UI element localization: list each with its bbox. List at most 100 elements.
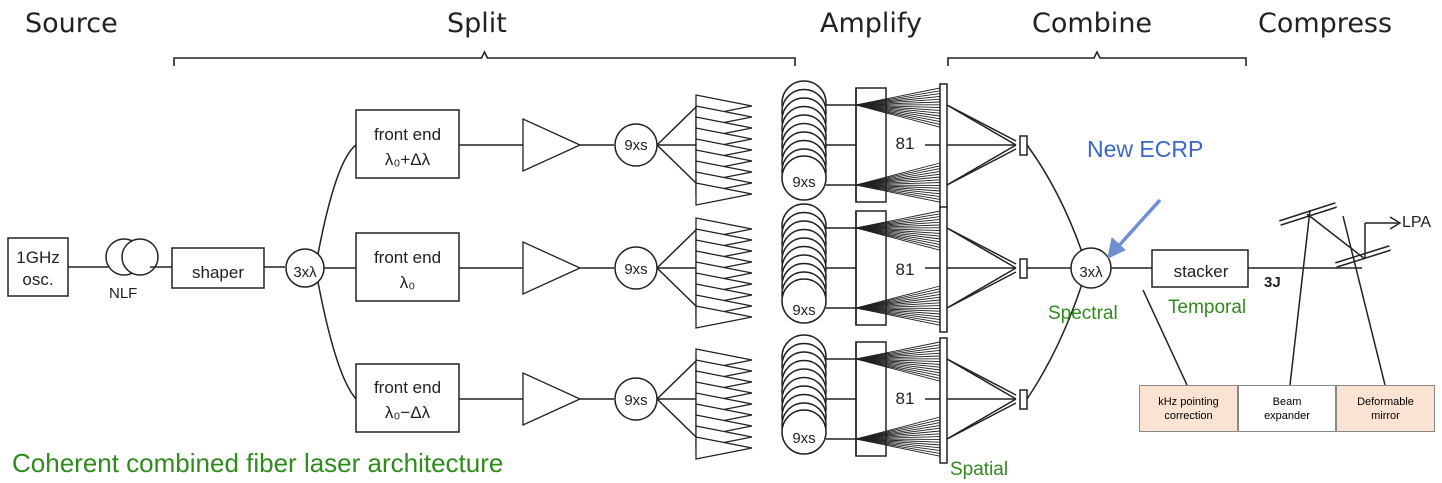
amp-fiber <box>855 427 941 440</box>
amp-bracket-gap-2 <box>857 250 885 287</box>
branch-top <box>317 144 357 255</box>
front-end-3-label: front end λ₀−Δλ <box>356 375 459 425</box>
fan-top-1 <box>656 106 697 146</box>
combine-branch-top <box>1026 144 1083 253</box>
amp-fiber <box>855 358 941 371</box>
lens-top2-1 <box>946 104 1017 142</box>
fan-bot-2 <box>656 267 697 307</box>
amp-fiber <box>855 218 941 229</box>
front-end-2-line1: front end <box>373 248 442 267</box>
amp-fiber <box>855 438 941 454</box>
amplifier-comb-2 <box>855 210 941 326</box>
amp-fiber <box>855 95 941 106</box>
amp-bracket-gap-3 <box>857 381 885 418</box>
header-compress: Compress <box>1258 8 1393 39</box>
amp-fiber <box>855 224 941 229</box>
amp-fiber <box>855 227 941 248</box>
amp-fiber <box>855 184 941 189</box>
fan-bot-1 <box>656 144 697 184</box>
amp-fiber <box>855 438 941 457</box>
amp-fiber <box>855 104 941 128</box>
nlf-coil-2 <box>121 238 159 276</box>
grating-2 <box>939 206 948 333</box>
caption: Coherent combined fiber laser architectu… <box>12 448 504 478</box>
amp-fiber <box>855 104 941 114</box>
amp-fiber <box>855 184 941 198</box>
front-end-3-line2: λ₀−Δλ <box>384 403 431 422</box>
fiber-circle-bottom-3 <box>781 409 827 455</box>
amp-fiber <box>855 358 941 374</box>
amp-fiber <box>855 438 941 443</box>
amp-fiber <box>855 347 941 360</box>
fiber-circle-bottom-1 <box>781 155 827 201</box>
amp-fiber <box>855 168 941 186</box>
front-end-1-label: front end λ₀+Δλ <box>356 122 459 172</box>
amp-fiber <box>855 416 941 440</box>
amp-fiber <box>855 104 941 111</box>
amp-fiber <box>855 422 941 440</box>
stack-9xs-3: 9xs <box>792 430 816 447</box>
amp-fiber <box>855 299 941 309</box>
amp-fiber <box>855 227 941 240</box>
temporal-annotation: Temporal <box>1168 297 1247 318</box>
amp-fiber <box>855 433 941 440</box>
amp-fiber <box>855 162 941 186</box>
amp-fiber <box>855 307 941 315</box>
amp-fiber <box>855 104 941 125</box>
expander-leader <box>1289 209 1311 386</box>
header-combine: Combine <box>1032 8 1153 39</box>
splitter-label: 3xλ <box>293 264 317 281</box>
combine-brace <box>947 50 1247 66</box>
deformable-mirror-line1: Deformable <box>1357 395 1414 408</box>
amp-triangle-2-8 <box>695 305 753 329</box>
combine-branch-bottom <box>1026 283 1083 400</box>
amp-fiber <box>855 104 941 120</box>
beam-expander-line2: expander <box>1264 409 1310 422</box>
shaper-box <box>171 247 265 289</box>
branch-bottom <box>317 281 357 400</box>
front-end-3-line1: front end <box>373 378 442 397</box>
amp-fiber <box>855 227 941 243</box>
mirror-leader <box>1342 215 1386 386</box>
amp-fiber <box>855 170 941 186</box>
amp-fiber <box>855 184 941 203</box>
ecrp-arrow-shaft <box>1113 198 1162 252</box>
amp-fiber <box>855 358 941 379</box>
oscillator-line1: 1GHz <box>16 248 60 267</box>
header-amplify: Amplify <box>820 8 922 39</box>
amp-fiber <box>855 344 941 360</box>
spatial-annotation: Spatial <box>950 459 1009 480</box>
pointing-leader <box>1142 289 1188 386</box>
amp-fiber <box>855 307 941 318</box>
amp-fiber <box>855 358 941 363</box>
amp-fiber <box>855 355 941 360</box>
split-9xs-3: 9xs <box>624 392 648 409</box>
amp-fiber <box>855 184 941 200</box>
shaper-label: shaper <box>192 263 244 282</box>
amp-fiber <box>855 358 941 368</box>
amp-fiber <box>855 341 941 360</box>
amp-fiber <box>855 176 941 186</box>
preamp-triangle-2 <box>522 240 582 296</box>
amp-fiber <box>855 227 941 234</box>
split-brace <box>173 50 796 66</box>
amp-fiber <box>855 87 941 106</box>
amp-fiber <box>855 104 941 109</box>
amp-fiber <box>855 227 941 237</box>
amp-fiber <box>855 307 941 326</box>
kHz-pointing-line2: correction <box>1164 409 1213 422</box>
oscillator-label: 1GHz osc. <box>8 247 68 291</box>
amp-fiber <box>855 291 941 309</box>
front-end-1-line2: λ₀+Δλ <box>384 150 431 169</box>
amp-fiber <box>855 349 941 360</box>
amp-fiber <box>855 436 941 440</box>
amp-fiber <box>855 104 941 117</box>
amp-fiber <box>855 307 941 321</box>
amp-fiber <box>855 210 941 229</box>
amp-fiber <box>855 424 941 440</box>
